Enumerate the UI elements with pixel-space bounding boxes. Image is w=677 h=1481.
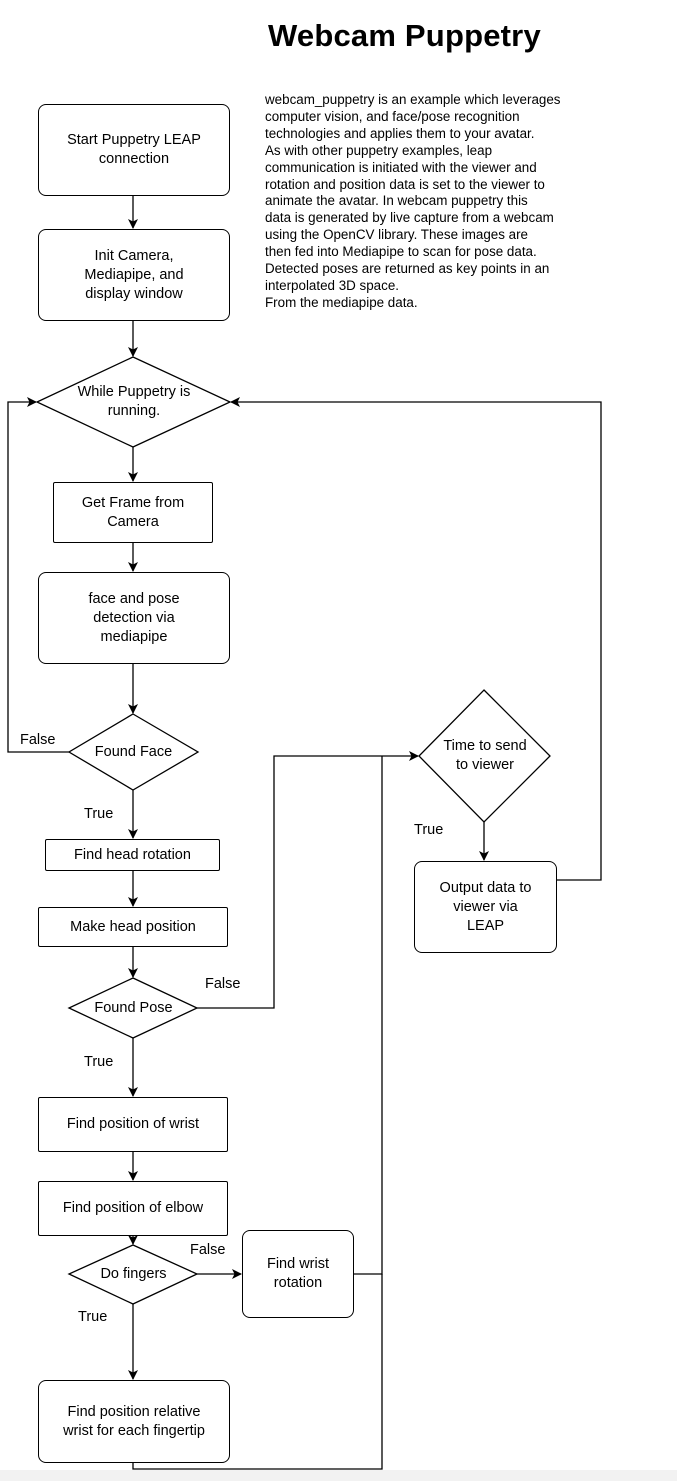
- edge-label-fingers-true: True: [78, 1309, 108, 1325]
- page-title: Webcam Puppetry: [268, 18, 541, 53]
- decision-found-pose-label: Found Pose: [94, 999, 173, 1016]
- edge-label-send-true: True: [414, 822, 444, 838]
- node-wrist-position: Find position of wrist: [38, 1097, 228, 1152]
- edge-label-pose-true: True: [84, 1054, 114, 1070]
- node-elbow-position: Find position of elbow: [38, 1181, 228, 1236]
- decision-do-fingers-label: Do fingers: [100, 1265, 167, 1282]
- edge-label-face-true: True: [84, 806, 114, 822]
- bottom-strip: [0, 1470, 677, 1481]
- edge-fingertips-merge: [132, 1274, 383, 1470]
- decision-found-face-label: Found Face: [94, 743, 173, 760]
- node-head-rotation: Find head rotation: [45, 839, 220, 871]
- description-text: webcam_puppetry is an example which leve…: [265, 92, 561, 310]
- edge-wrist-rotation-merge: [354, 756, 383, 1275]
- edge-pose-false: [197, 751, 419, 1009]
- edge-label-face-false: False: [20, 732, 56, 748]
- edge-output-loop: [230, 397, 602, 881]
- edge-label-fingers-false: False: [190, 1242, 226, 1258]
- edge-face-false-loop: [7, 397, 69, 753]
- node-head-position: Make head position: [38, 907, 228, 947]
- edge-label-pose-false: False: [205, 976, 241, 992]
